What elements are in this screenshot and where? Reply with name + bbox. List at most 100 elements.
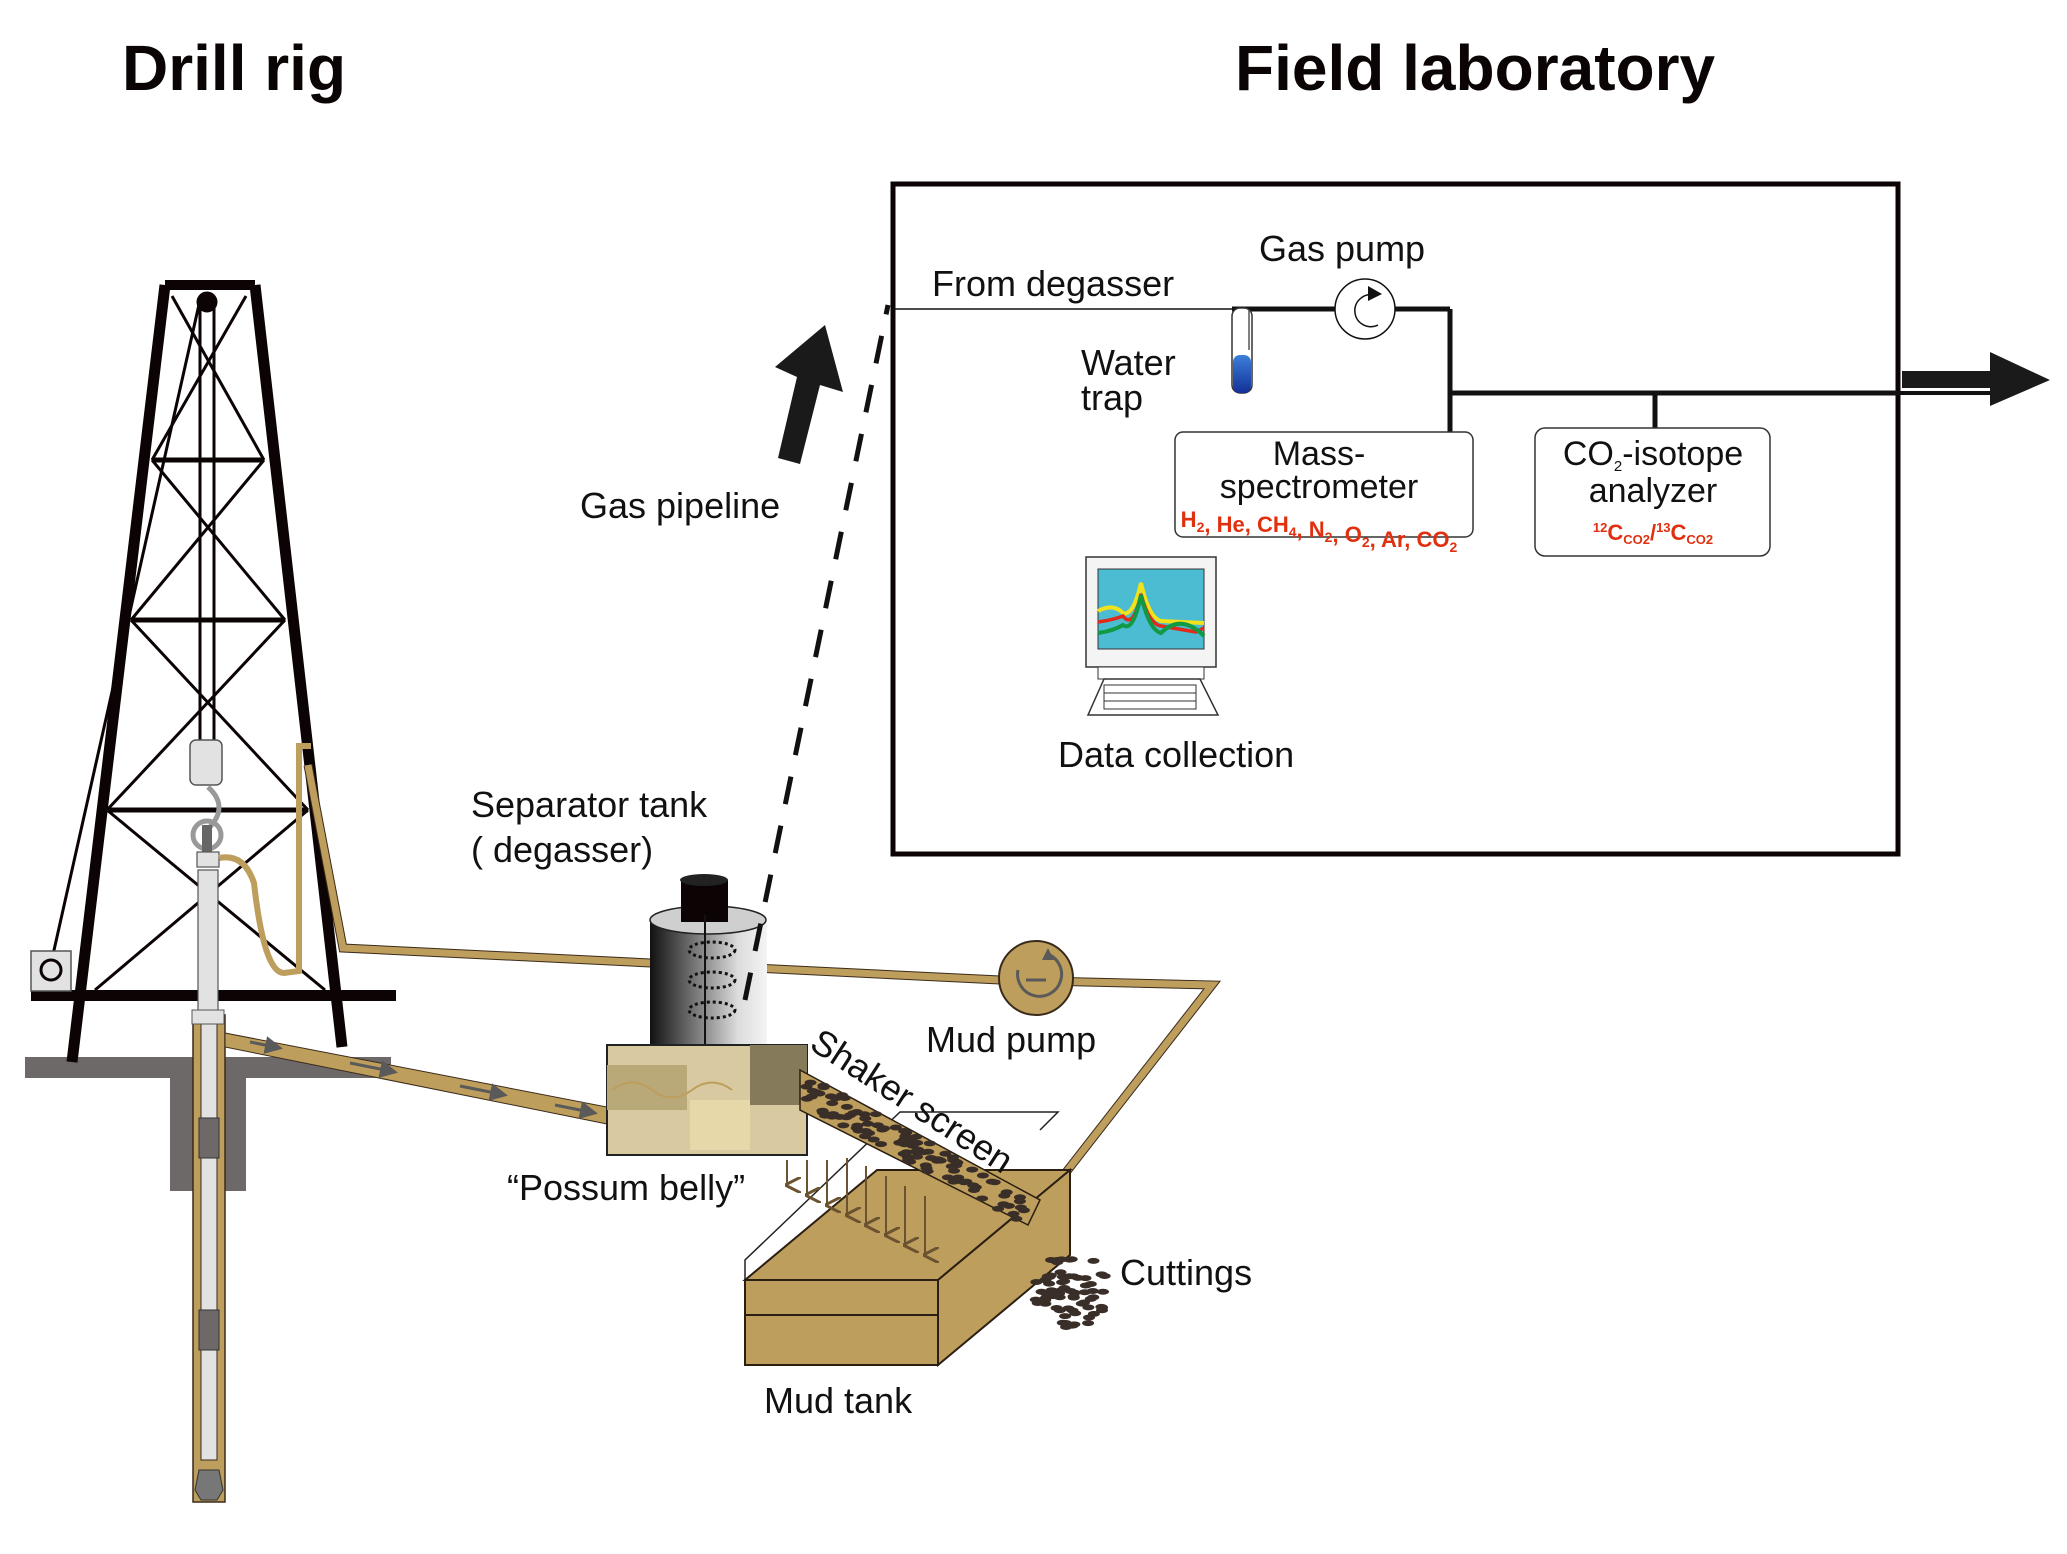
cutting-particle [817,1084,830,1091]
cutting-particle [941,1174,954,1181]
gas-subscript: 2 [1325,529,1333,545]
separator-tank-label: Separator tank [471,784,708,825]
winch-icon [30,950,72,992]
kelly-pipe [197,869,219,1016]
water-trap-sublabel: trap [1081,377,1143,418]
cutting-particle [998,1192,1011,1199]
gas-species: He [1217,512,1245,537]
mud-pump-label: Mud pump [926,1019,1096,1060]
cutting-particle [904,1158,917,1165]
cutting-particle [976,1172,989,1179]
cutting-particle [997,1201,1010,1208]
gas-subscript: 2 [1450,539,1458,555]
from-degasser-label: From degasser [932,263,1174,304]
cutting-particle [869,1111,882,1118]
mass-spec-sublabel: spectrometer [1220,468,1418,506]
derrick [48,280,348,1063]
cutting-particle [1041,1273,1054,1280]
data-collection-label: Data collection [1058,734,1294,775]
cutting-particle [910,1133,923,1140]
outlet-arrow-icon [1902,352,2050,406]
cutting-particle [960,1178,973,1185]
isotope-ratio: 12CCO2/13CCO2 [1593,520,1713,547]
cutting-particle [1010,1215,1023,1222]
possum-belly-label: “Possum belly” [507,1167,745,1208]
possum-belly [606,1044,808,1156]
gas-species: O [1345,522,1362,547]
cutting-particle [951,1159,964,1166]
cutting-particle [897,1136,910,1143]
cutting-particle [816,1107,829,1114]
gas-pipeline [742,304,891,1001]
mud-tank-label: Mud tank [764,1380,913,1421]
cutting-particle [826,1113,839,1120]
cutting-particle [967,1187,980,1193]
cutting-particle [898,1128,911,1134]
cutting-particle [1013,1198,1026,1205]
cutting-particle [859,1115,872,1122]
cutting-particle [1087,1257,1100,1264]
gas-pipeline-label: Gas pipeline [580,485,780,526]
cutting-particle [1007,1210,1020,1217]
mud-return-line [224,1032,613,1126]
cutting-particle [1059,1313,1072,1320]
drill-rig [25,280,396,1503]
drill-rig-heading: Drill rig [122,32,346,104]
mud-hose [218,743,311,977]
cutting-particle [1054,1269,1067,1276]
borehole [191,1009,226,1503]
cutting-particle [1095,1271,1108,1278]
cutting-particle [1084,1295,1097,1302]
cutting-particle [1068,1321,1081,1328]
gas-species: Ar [1381,527,1406,552]
cutting-particle [900,1149,913,1156]
cutting-particle [851,1122,864,1129]
cutting-particle [1066,1307,1079,1314]
cutting-particle [859,1133,871,1140]
cutting-particle [806,1088,819,1094]
cutting-particle [1053,1307,1066,1314]
cutting-particle [1084,1281,1097,1287]
gas-species: CO [1417,527,1450,552]
gas-subscript: 4 [1289,524,1297,540]
cutting-particle [889,1124,902,1131]
gas-pump [1334,278,1396,340]
mass-spectrometer [1174,431,1474,538]
separator-tank-sublabel: ( degasser) [471,829,653,870]
cutting-particle [1039,1290,1052,1297]
cutting-particle [859,1128,872,1134]
cutting-particle [836,1092,848,1099]
mud-pump [998,940,1074,1016]
cutting-particle [1097,1288,1109,1295]
cutting-particle [976,1195,989,1202]
field-lab-heading: Field laboratory [1235,32,1716,104]
cutting-particle [861,1120,874,1127]
cutting-particle [837,1122,850,1129]
mass-spec-gases: H2, He, CH4, N2, O2, Ar, CO2 [1181,507,1458,555]
cutting-particle [985,1178,998,1185]
cutting-particle [939,1150,952,1157]
cutting-particle [826,1100,839,1107]
cutting-particle [1045,1257,1058,1263]
cutting-particle [1014,1204,1027,1211]
cutting-particle [1087,1310,1100,1317]
cutting-particle [966,1166,979,1173]
cutting-particle [1040,1294,1052,1301]
water-trap-label: Water [1081,342,1176,383]
cutting-particle [804,1079,817,1086]
cuttings-label: Cuttings [1120,1252,1252,1293]
water-trap-tube-icon [1231,307,1253,394]
cutting-particle [840,1114,853,1121]
hook-block [189,739,224,868]
cutting-particle [876,1126,889,1133]
pump-rotation-icon [1354,293,1379,328]
cutting-particle [1053,1294,1066,1301]
cutting-particle [947,1178,960,1185]
cutting-particle [1030,1279,1043,1285]
drip-arrows [787,1158,925,1255]
gas-subscript: 2 [1197,519,1205,535]
cutting-particle [1055,1256,1068,1263]
mass-spec-label: Mass- [1273,435,1366,473]
co2-analyzer-sublabel: analyzer [1589,472,1718,510]
